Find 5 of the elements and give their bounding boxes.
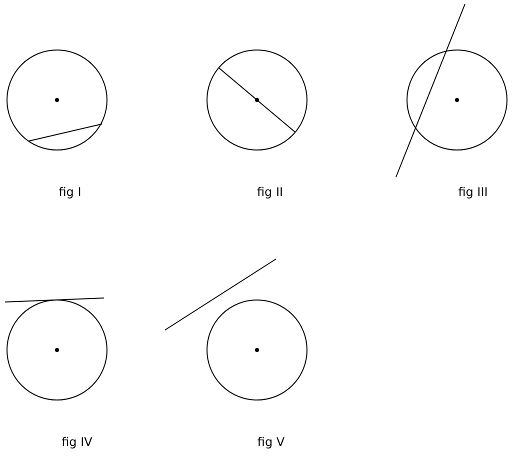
figure-label: fig I <box>58 185 82 199</box>
figure-label: fig V <box>257 435 285 449</box>
figure-label: fig IV <box>62 435 92 449</box>
figure-label: fig III <box>458 185 488 199</box>
figure-label: fig II <box>256 185 284 199</box>
